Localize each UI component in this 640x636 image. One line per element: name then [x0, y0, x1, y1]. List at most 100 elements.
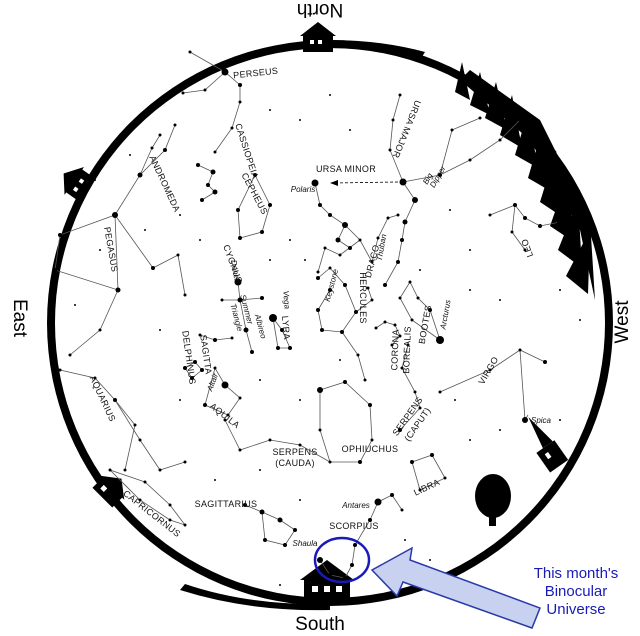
star — [354, 310, 358, 314]
star — [393, 323, 397, 327]
star — [183, 366, 187, 370]
star — [288, 346, 292, 350]
star — [299, 119, 301, 121]
star — [221, 381, 229, 389]
star — [234, 278, 242, 286]
polaris-label: Polaris — [291, 185, 315, 194]
star — [74, 304, 76, 306]
star — [557, 219, 563, 225]
star — [436, 336, 444, 344]
west-label: West — [612, 300, 633, 344]
star — [259, 469, 261, 471]
star — [338, 253, 342, 257]
star — [370, 298, 374, 302]
star — [370, 260, 374, 264]
star — [363, 378, 367, 382]
star — [223, 418, 227, 422]
star — [200, 368, 204, 372]
star — [398, 428, 402, 432]
draco-lines — [344, 214, 399, 264]
ursa-minor-label: URSA MINOR — [316, 164, 376, 174]
vega-label: Vega — [281, 290, 292, 310]
star — [374, 498, 382, 506]
star — [115, 287, 121, 293]
pointer-arrowhead — [330, 180, 338, 186]
spica-label: Spica — [531, 416, 552, 425]
star — [173, 123, 177, 127]
star — [230, 126, 234, 130]
star — [188, 50, 192, 54]
star — [450, 128, 454, 132]
star — [488, 213, 492, 217]
star — [559, 289, 561, 291]
star — [260, 230, 264, 234]
star — [323, 246, 327, 250]
star — [176, 253, 180, 257]
star — [123, 468, 127, 472]
star — [263, 538, 267, 542]
star — [488, 368, 492, 372]
star — [370, 438, 374, 442]
star — [238, 448, 242, 452]
pine-trees-icon — [455, 62, 595, 300]
star — [137, 172, 143, 178]
corona-label: CORONA — [389, 329, 400, 371]
aquila-lines — [204, 366, 241, 416]
star — [268, 203, 272, 207]
star — [438, 390, 442, 394]
star — [221, 68, 229, 76]
serpens-cauda-sub-label: (CAUDA) — [275, 458, 315, 468]
north-label: North — [297, 0, 343, 20]
ursa-major-lines-2 — [389, 94, 404, 183]
star — [343, 380, 347, 384]
star — [350, 563, 354, 567]
star — [383, 283, 387, 287]
southeast-house-icon — [92, 475, 125, 508]
south-label: South — [295, 614, 345, 635]
star — [283, 543, 287, 547]
star — [320, 328, 324, 332]
star — [112, 212, 118, 218]
star — [383, 320, 387, 324]
star — [318, 428, 322, 432]
star — [368, 403, 372, 407]
star — [238, 83, 242, 87]
star — [328, 573, 332, 577]
star — [579, 319, 581, 321]
star — [469, 289, 471, 291]
star — [230, 336, 234, 340]
star — [499, 299, 501, 301]
deneb-label: Deneb — [229, 259, 242, 284]
star — [220, 298, 224, 302]
star — [386, 216, 390, 220]
star — [129, 154, 131, 156]
star — [250, 350, 254, 354]
star — [226, 413, 230, 417]
star — [238, 236, 242, 240]
antares-label: Antares — [341, 501, 370, 510]
star — [243, 503, 247, 507]
hercules-lines — [317, 267, 357, 333]
star — [277, 517, 283, 523]
star — [328, 460, 332, 464]
star — [183, 293, 187, 297]
star — [199, 239, 201, 241]
star — [293, 528, 297, 532]
star — [144, 229, 146, 231]
star — [259, 379, 261, 381]
star — [523, 248, 527, 252]
callout-arrow — [370, 546, 541, 629]
pointer-stars-line — [332, 181, 399, 184]
star — [304, 259, 306, 261]
star — [398, 296, 402, 300]
star — [328, 213, 332, 217]
star — [276, 346, 280, 350]
star — [163, 148, 167, 152]
star — [316, 308, 320, 312]
horizon-silhouettes — [63, 22, 595, 611]
star — [410, 460, 414, 464]
star — [108, 468, 112, 472]
star — [408, 280, 412, 284]
star — [179, 214, 181, 216]
star — [236, 208, 240, 212]
